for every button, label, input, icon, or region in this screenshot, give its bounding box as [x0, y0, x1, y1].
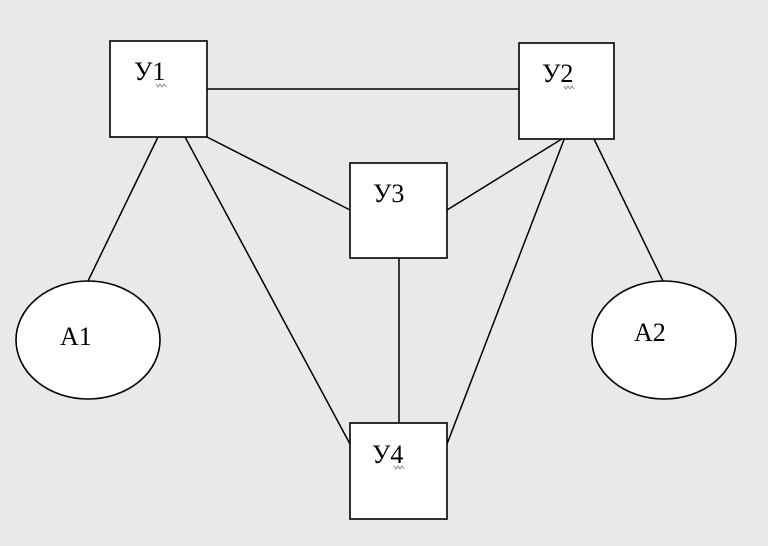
node-a2: А2 [591, 280, 737, 400]
node-u4: У4 [349, 422, 448, 520]
node-u2-label: У2 [542, 59, 573, 88]
node-u2: У2 [518, 42, 615, 140]
edge-u1-u3 [206, 136, 351, 211]
node-u1-label: У1 [134, 57, 165, 86]
node-u4-label: У4 [372, 440, 403, 469]
edge-u2-u3 [446, 136, 566, 211]
node-a2-label: А2 [634, 318, 666, 347]
node-a1-ellipse [15, 280, 161, 400]
node-a2-ellipse [591, 280, 737, 400]
node-u1-box [109, 40, 208, 138]
node-u3-box [349, 162, 448, 259]
spellcheck-squiggle-u2 [563, 85, 575, 90]
node-a1-label: А1 [60, 322, 92, 351]
edge-u2-a2 [592, 136, 664, 282]
edge-u1-a1 [87, 136, 159, 282]
edge-u2-u4 [446, 136, 566, 445]
edge-u1-u4 [184, 136, 351, 445]
spellcheck-squiggle-u1 [155, 83, 167, 88]
node-u2-box [518, 42, 615, 140]
spellcheck-squiggle-u4 [393, 465, 405, 470]
node-u3: У3 [349, 162, 448, 259]
node-u3-label: У3 [373, 179, 404, 208]
node-u4-box [349, 422, 448, 520]
node-u1: У1 [109, 40, 208, 138]
node-a1: А1 [15, 280, 161, 400]
edges [87, 88, 664, 445]
